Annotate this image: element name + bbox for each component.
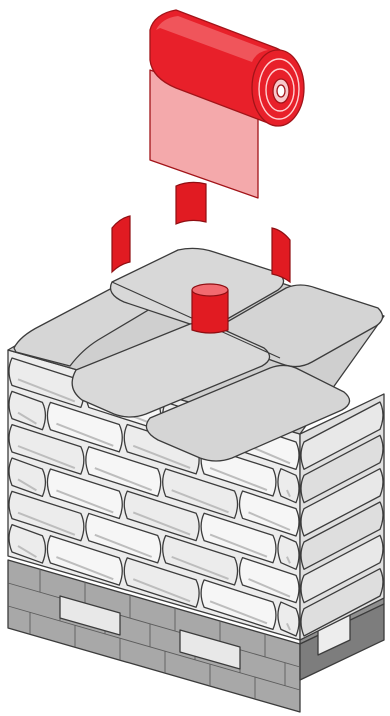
stretch-hood-film-roll-icon <box>150 10 304 198</box>
tube-section-left <box>112 216 130 272</box>
tube-section-back <box>176 182 206 224</box>
tube-section-right <box>272 228 290 282</box>
